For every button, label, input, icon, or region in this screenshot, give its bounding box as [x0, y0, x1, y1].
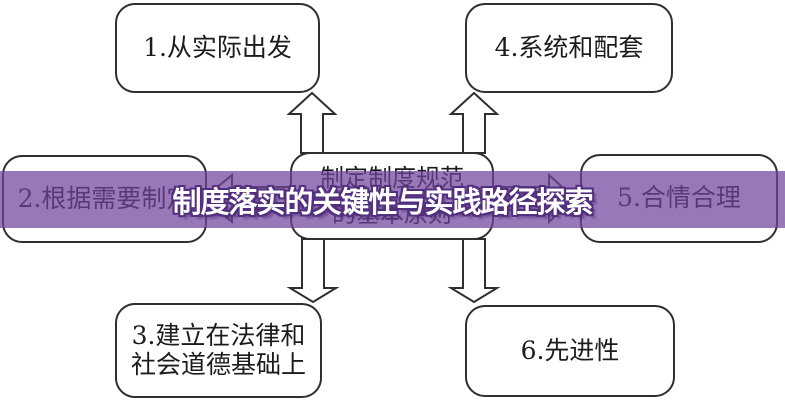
block-arrow-down-left-icon: [286, 238, 340, 304]
diagram-node-6: 6.先进性: [465, 305, 675, 397]
node-3-line2: 社会道德基础上: [130, 349, 306, 379]
node-3-line1: 3.建立在法律和: [131, 320, 306, 350]
block-arrow-up-right-icon: [448, 91, 500, 154]
block-arrow-down-right-icon: [447, 238, 501, 304]
diagram-node-4: 4.系统和配套: [465, 3, 673, 93]
diagram-node-3: 3.建立在法律和 社会道德基础上: [115, 303, 322, 398]
node-4-label: 4.系统和配套: [494, 32, 644, 62]
node-6-label: 6.先进性: [520, 335, 620, 365]
page-title-text: 制度落实的关键性与实践路径探索: [172, 184, 593, 219]
node-1-label: 1.从实际出发: [143, 32, 292, 62]
block-arrow-up-left-icon: [286, 91, 338, 154]
page-title: 制度落实的关键性与实践路径探索: [0, 171, 775, 228]
title-banner-overlay: [0, 171, 785, 228]
diagram-node-1: 1.从实际出发: [115, 3, 320, 93]
